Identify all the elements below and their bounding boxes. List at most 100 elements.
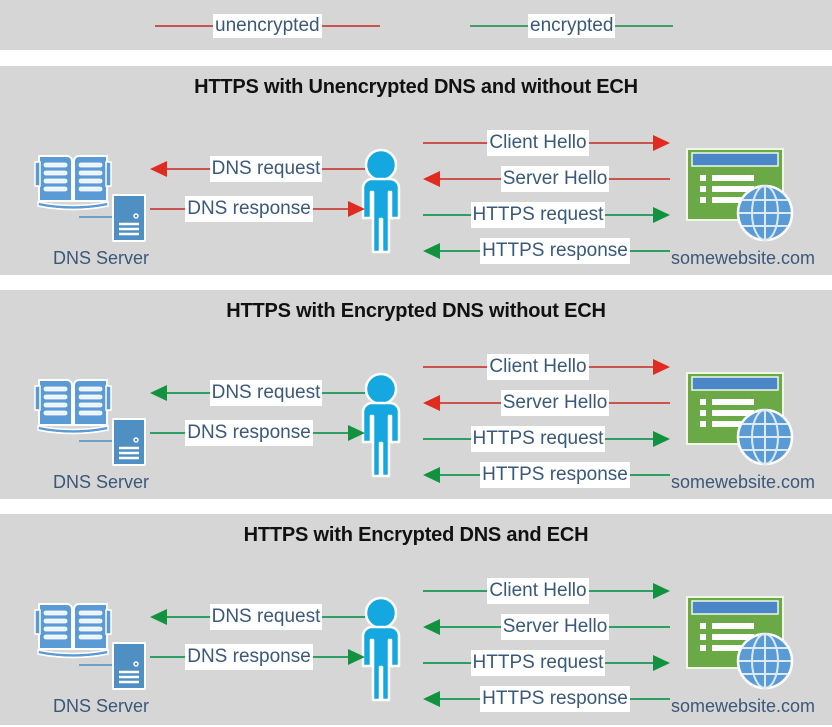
dns-flow-1-label: DNS request bbox=[209, 604, 323, 630]
server-flow-1-line bbox=[423, 590, 488, 592]
address-book-icon bbox=[34, 596, 112, 662]
server-flow-4-arrowhead-left bbox=[423, 243, 440, 259]
dns-flow-2-arrowhead-right bbox=[348, 201, 365, 217]
website-label: somewebsite.com bbox=[670, 696, 816, 716]
dns-flow-2-label: DNS response bbox=[185, 644, 313, 670]
server-flow-1-line bbox=[588, 142, 653, 144]
server-flow-4-line bbox=[629, 698, 671, 700]
legend-line-encrypted-left bbox=[470, 25, 528, 27]
dns-link-wire bbox=[79, 440, 115, 442]
server-flow-3-line bbox=[423, 438, 471, 440]
server-flow-4-line bbox=[440, 250, 481, 252]
dns-flow-2-label: DNS response bbox=[185, 420, 313, 446]
server-flow-2: Server Hello bbox=[423, 614, 671, 640]
dns-server-node: DNS Server bbox=[26, 148, 176, 268]
server-flow-2-arrowhead-left bbox=[423, 619, 440, 635]
server-flow-1: Client Hello bbox=[423, 354, 670, 380]
server-flow-1-label: Client Hello bbox=[487, 130, 589, 156]
server-flow-4-line bbox=[629, 474, 671, 476]
dns-flow-1-arrowhead-left bbox=[150, 161, 167, 177]
server-flow-3-line bbox=[605, 214, 653, 216]
panel-title: HTTPS with Encrypted DNS without ECH bbox=[226, 300, 606, 322]
server-flow-2-line bbox=[609, 178, 671, 180]
website-node: somewebsite.com bbox=[668, 372, 818, 502]
dns-flow-1-line bbox=[167, 392, 210, 394]
server-flow-1-line bbox=[588, 366, 653, 368]
globe-icon bbox=[736, 632, 794, 690]
server-flow-3: HTTPS request bbox=[423, 426, 670, 452]
dns-server-label: DNS Server bbox=[52, 248, 150, 268]
server-flow-4-arrowhead-left bbox=[423, 467, 440, 483]
website-node: somewebsite.com bbox=[668, 148, 818, 278]
server-flow-2-arrowhead-left bbox=[423, 395, 440, 411]
dns-flow-2: DNS response bbox=[150, 644, 365, 670]
dns-flow-2-line bbox=[312, 656, 348, 658]
scenario-panel-3: HTTPS with Encrypted DNS and ECH DNS Serv… bbox=[0, 514, 832, 725]
user-person-icon bbox=[350, 596, 412, 702]
server-flow-1-label: Client Hello bbox=[487, 578, 589, 604]
dns-flow-2-line bbox=[150, 208, 186, 210]
server-flow-2-line bbox=[440, 626, 501, 628]
dns-flow-1-arrowhead-left bbox=[150, 609, 167, 625]
legend-item-unencrypted: unencrypted bbox=[155, 13, 380, 39]
server-rack-icon bbox=[112, 642, 146, 690]
panel-title: HTTPS with Unencrypted DNS and without E… bbox=[194, 76, 638, 98]
user-person-icon bbox=[350, 148, 412, 254]
server-flow-2-line bbox=[440, 178, 501, 180]
dns-flow-1: DNS request bbox=[150, 604, 365, 630]
server-flow-3-label: HTTPS request bbox=[470, 426, 606, 452]
server-flow-3-arrowhead-right bbox=[653, 655, 670, 671]
scenario-panel-1: HTTPS with Unencrypted DNS and without E… bbox=[0, 66, 832, 275]
server-rack-icon bbox=[112, 418, 146, 466]
server-flow-1: Client Hello bbox=[423, 578, 670, 604]
dns-flow-2-line bbox=[150, 656, 186, 658]
server-flow-3-arrowhead-right bbox=[653, 207, 670, 223]
server-flow-2-arrowhead-left bbox=[423, 171, 440, 187]
dns-link-wire bbox=[79, 664, 115, 666]
server-flow-1-label: Client Hello bbox=[487, 354, 589, 380]
dns-flow-1-line bbox=[322, 168, 365, 170]
server-flow-3-line bbox=[423, 662, 471, 664]
dns-flow-1-line bbox=[167, 616, 210, 618]
server-flow-3-line bbox=[605, 438, 653, 440]
server-flow-4-line bbox=[440, 474, 481, 476]
server-flow-4: HTTPS response bbox=[423, 686, 671, 712]
dns-flow-1-label: DNS request bbox=[209, 380, 323, 406]
server-flow-4-label: HTTPS response bbox=[480, 238, 630, 264]
dns-server-node: DNS Server bbox=[26, 596, 176, 716]
server-flow-1-line bbox=[423, 142, 488, 144]
globe-icon bbox=[736, 184, 794, 242]
dns-link-wire bbox=[79, 216, 115, 218]
panel-title: HTTPS with Encrypted DNS and ECH bbox=[243, 524, 589, 546]
server-flow-3-line bbox=[423, 214, 471, 216]
server-flow-1: Client Hello bbox=[423, 130, 670, 156]
website-label: somewebsite.com bbox=[670, 472, 816, 492]
server-rack-icon bbox=[112, 194, 146, 242]
dns-flow-1-label: DNS request bbox=[209, 156, 323, 182]
dns-flow-2-line bbox=[312, 208, 348, 210]
legend-line-unencrypted-right bbox=[321, 25, 380, 27]
server-flow-2-label: Server Hello bbox=[500, 390, 610, 416]
website-label: somewebsite.com bbox=[670, 248, 816, 268]
server-flow-3: HTTPS request bbox=[423, 650, 670, 676]
dns-flow-1-line bbox=[167, 168, 210, 170]
dns-flow-2-arrowhead-right bbox=[348, 649, 365, 665]
legend-label-unencrypted: unencrypted bbox=[213, 14, 322, 38]
website-node: somewebsite.com bbox=[668, 596, 818, 726]
dns-flow-2: DNS response bbox=[150, 196, 365, 222]
legend-item-encrypted: encrypted bbox=[470, 13, 674, 39]
server-flow-2: Server Hello bbox=[423, 390, 671, 416]
globe-icon bbox=[736, 408, 794, 466]
legend-strip: unencrypted encrypted bbox=[0, 0, 832, 50]
server-flow-1-arrowhead-right bbox=[653, 359, 670, 375]
legend-line-unencrypted-left bbox=[155, 25, 213, 27]
dns-flow-2-line bbox=[150, 432, 186, 434]
dns-server-label: DNS Server bbox=[52, 696, 150, 716]
address-book-icon bbox=[34, 148, 112, 214]
server-flow-1-line bbox=[588, 590, 653, 592]
address-book-icon bbox=[34, 372, 112, 438]
dns-flow-2-label: DNS response bbox=[185, 196, 313, 222]
dns-flow-1-arrowhead-left bbox=[150, 385, 167, 401]
